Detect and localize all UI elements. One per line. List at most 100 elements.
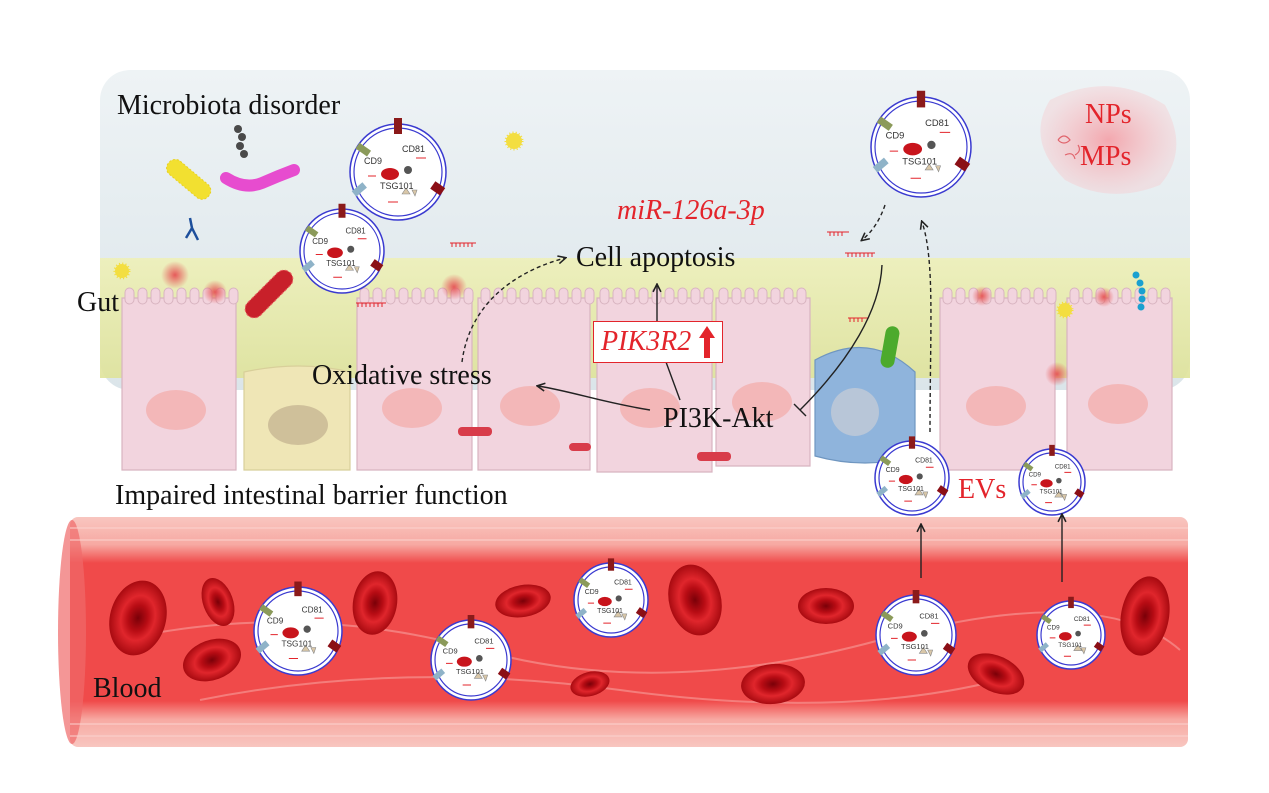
cd9-label: CD9: [585, 589, 599, 596]
cd9-label: CD9: [267, 617, 284, 626]
epithelial-cell: [1066, 297, 1173, 471]
cargo-shapes: [301, 644, 317, 655]
cd81-label: CD81: [614, 580, 632, 587]
cd81-protein: [467, 615, 475, 629]
membrane-protein: [327, 639, 342, 653]
nuclei: [146, 382, 1148, 445]
microvillus: [1033, 287, 1044, 305]
microvillus: [1007, 287, 1018, 305]
tetraspanin-protein: [255, 640, 270, 654]
membrane-protein: [942, 642, 956, 655]
cargo-particle: [303, 625, 311, 633]
cd9-protein: [1022, 461, 1034, 472]
tetraspanin-protein: [1038, 642, 1049, 653]
label-blood: Blood: [93, 673, 162, 704]
cd9-protein: [876, 116, 893, 131]
cd9-label: CD9: [886, 131, 905, 141]
microvillus: [584, 287, 595, 305]
microvillus: [558, 287, 569, 305]
cargo-protein: [381, 168, 399, 180]
microvillus: [1160, 287, 1171, 305]
microvillus: [519, 287, 530, 305]
microvillus: [359, 287, 370, 305]
mirna-strands: [356, 231, 875, 322]
cargo-shapes: [1073, 644, 1087, 655]
cargo-shapes: [914, 488, 929, 499]
pik3r2-box: [593, 321, 723, 363]
label-barrier-function: Impaired intestinal barrier function: [115, 480, 508, 511]
epithelial-cell: [715, 297, 811, 467]
cd81-label: CD81: [1055, 463, 1071, 470]
microvillus: [677, 287, 688, 305]
cargo-particle: [404, 166, 412, 174]
particle-spots: [161, 261, 1114, 386]
microvillus: [770, 287, 781, 305]
yellow-bacterium: [166, 158, 212, 200]
microvillus: [703, 287, 714, 305]
bacteria: [113, 125, 1146, 368]
cd81-protein: [916, 90, 926, 108]
tsg101-label: TSG101: [902, 157, 937, 167]
microvillus: [385, 287, 396, 305]
mirna-cargo: [888, 466, 934, 502]
microvillus: [1082, 287, 1093, 305]
red-blood-cells: [109, 564, 1170, 705]
tsg101-label: TSG101: [898, 486, 924, 493]
microvillus: [718, 287, 729, 305]
tight-junction-damage: [458, 427, 731, 461]
microvillus: [163, 287, 174, 305]
label-cell-apoptosis: Cell apoptosis: [576, 242, 736, 273]
membrane-protein: [635, 607, 648, 619]
mirna-cargo: [889, 131, 951, 179]
arrow-vesicle-to-mirna: [862, 204, 886, 240]
tsg101-label: TSG101: [380, 181, 414, 191]
cargo-protein: [1040, 479, 1053, 488]
cd9-protein: [880, 610, 894, 623]
cd81-label: CD81: [919, 611, 938, 620]
microvillus: [757, 287, 768, 305]
microvillus: [137, 287, 148, 305]
label-mps: MPs: [1080, 141, 1132, 172]
membrane-protein: [370, 259, 384, 272]
microvillus: [189, 287, 200, 305]
membrane-protein: [936, 485, 949, 497]
label-microbiota-disorder: Microbiota disorder: [117, 90, 341, 121]
label-oxidative-stress: Oxidative stress: [312, 360, 492, 391]
tetraspanin-protein: [876, 485, 889, 497]
cargo-protein: [282, 627, 299, 639]
cargo-protein: [597, 596, 612, 607]
pathway-arrows: [461, 204, 1062, 582]
epithelial-cell: [939, 297, 1056, 471]
membrane-protein: [1093, 641, 1105, 652]
microvillus: [124, 287, 135, 305]
cargo-protein: [456, 656, 472, 667]
cd81-label: CD81: [402, 144, 425, 154]
microvillus: [796, 287, 807, 305]
tsg101-label: TSG101: [1040, 489, 1064, 496]
cd9-label: CD9: [1029, 472, 1042, 479]
cargo-protein: [903, 142, 923, 156]
label-evs: EVs: [958, 474, 1007, 505]
tsg101-label: TSG101: [326, 259, 355, 268]
mirna-cargo: [1049, 624, 1091, 657]
pink-bacterium: [220, 164, 300, 192]
cargo-particle: [927, 140, 936, 150]
cargo-shapes: [924, 163, 941, 173]
microvillus: [228, 287, 239, 305]
microvillus: [599, 287, 610, 305]
cargo-shapes: [401, 187, 418, 197]
extracellular-vesicles: CD81CD9TSG101CD81CD9TSG101CD81CD9TSG101C…: [253, 90, 1106, 701]
cd81-protein: [338, 203, 346, 218]
cd9-protein: [578, 577, 591, 589]
cargo-shapes: [613, 610, 628, 621]
microvillus: [411, 287, 422, 305]
cargo-shapes: [1054, 490, 1068, 502]
tetraspanin-protein: [351, 182, 367, 197]
cd81-protein: [1049, 444, 1055, 456]
